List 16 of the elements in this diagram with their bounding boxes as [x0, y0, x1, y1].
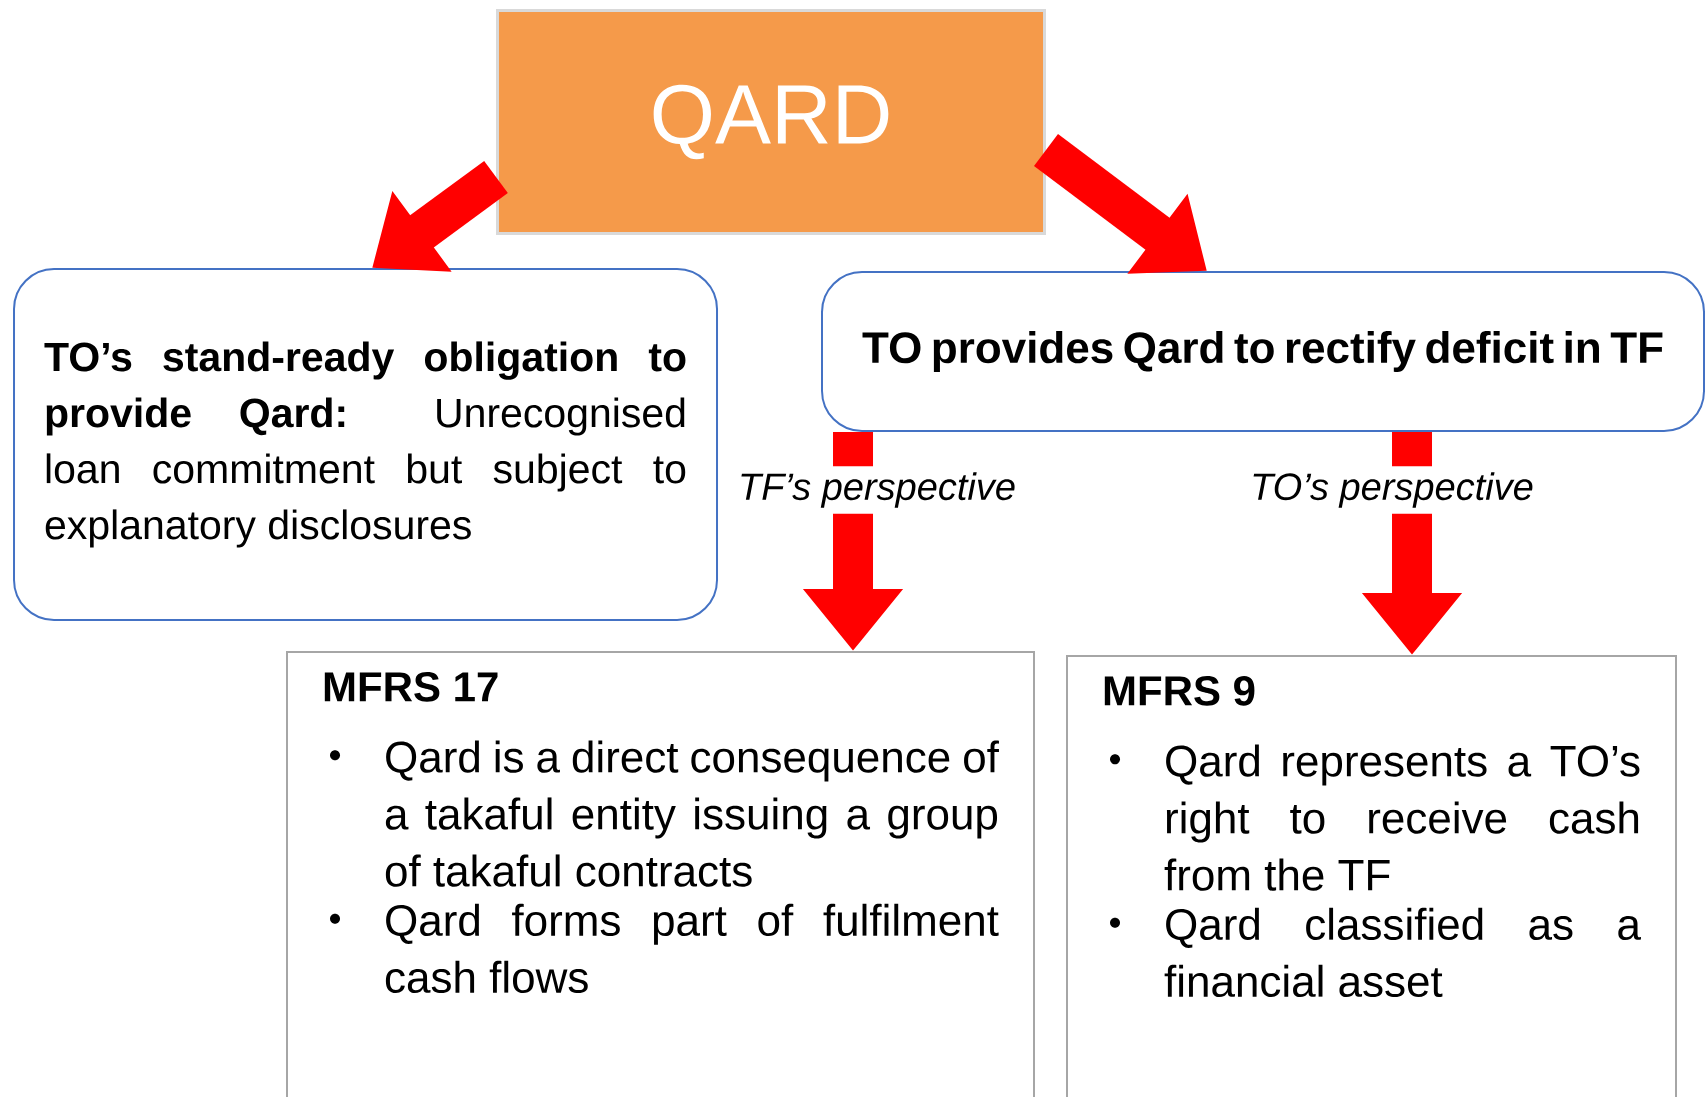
rounded-box: [821, 271, 1705, 432]
box-heading: MFRS 9: [1104, 676, 1255, 706]
box-title: QARD: [653, 84, 889, 160]
bullet-text: Qard forms part of fulfilment cash flows: [385, 903, 999, 994]
text-box: [1066, 655, 1677, 1097]
box-text: TO provides Qard to rectify deficit in TF: [862, 331, 1663, 372]
box-text: TO’s stand-ready obligation to provide Qard: Unrecognised loan commitment but subject to explanatory disclosures: [44, 341, 686, 548]
edge-label: TF’s perspective: [732, 466, 1023, 514]
title-box: [496, 9, 1046, 235]
bullet-text: Qard classified as a financial asset: [1164, 907, 1641, 998]
bullet-text: Qard is a direct consequence of a takaful entity issuing a group of takaful contracts: [385, 740, 999, 887]
box-heading: MFRS 17: [324, 672, 498, 702]
rounded-box: [13, 268, 718, 621]
edge-label: TO’s perspective: [1244, 466, 1540, 514]
bullet-text: Qard represents a TO’s right to receive cash from the TF: [1164, 744, 1640, 891]
text-box: [286, 651, 1035, 1097]
